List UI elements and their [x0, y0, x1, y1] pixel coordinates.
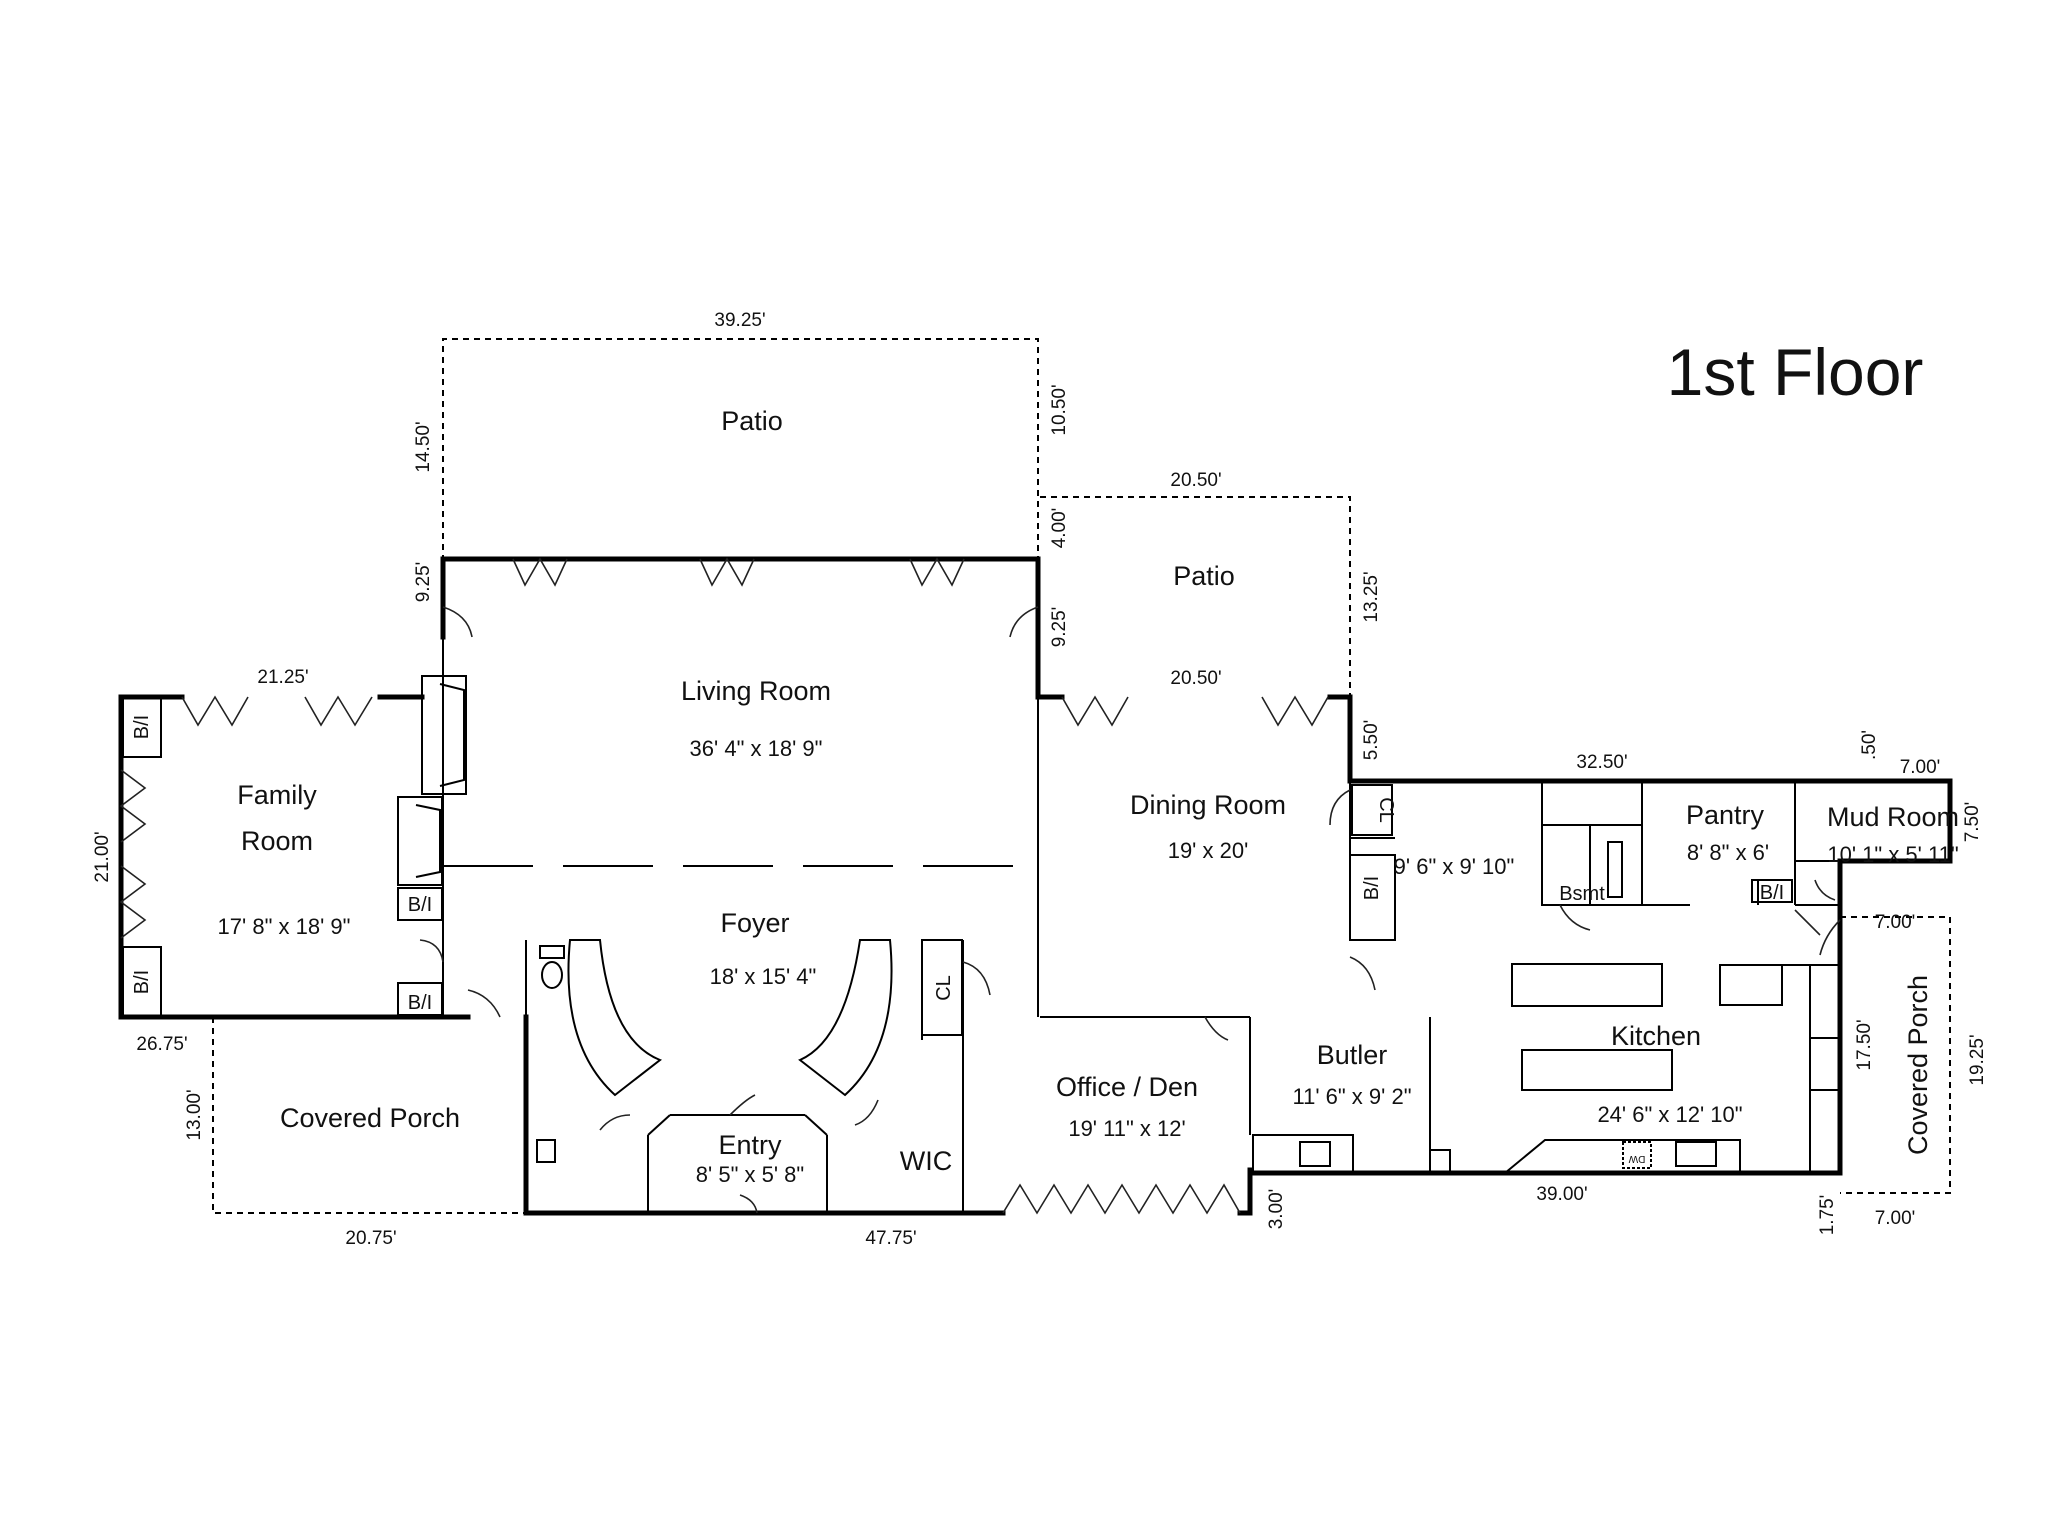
- patio-top-label: Patio: [721, 406, 783, 436]
- dim-20-75: 20.75': [345, 1228, 396, 1249]
- mud-room-size: 10' 1" x 5' 11": [1827, 842, 1958, 867]
- living-room-label: Living Room: [681, 676, 831, 706]
- dim-1-75: 1.75': [1817, 1195, 1838, 1236]
- dim-7-50: 7.50': [1962, 802, 1983, 843]
- dim-9-25-left: 9.25': [413, 562, 434, 603]
- built-in-label-1: B/I: [131, 715, 153, 739]
- living-room-size: 36' 4" x 18' 9": [690, 736, 823, 761]
- kitchen-label: Kitchen: [1611, 1021, 1701, 1051]
- covered-porch-right-outline: [1840, 916, 1951, 1194]
- built-in-boxes: [122, 696, 1793, 1036]
- closet-label-1: CL: [1375, 797, 1397, 823]
- dim-26-75: 26.75': [136, 1034, 187, 1055]
- wic-label: WIC: [900, 1146, 952, 1176]
- dim-patio-right: 10.50': [1049, 384, 1070, 435]
- office-den-size: 19' 11" x 12': [1068, 1116, 1185, 1141]
- dim-family-top: 21.25': [257, 667, 308, 688]
- covered-porch-left-label: Covered Porch: [280, 1103, 460, 1133]
- dishwasher-label: DW: [1628, 1153, 1645, 1164]
- entry-label: Entry: [718, 1130, 782, 1160]
- dim-19-25: 19.25': [1967, 1034, 1988, 1085]
- foyer-size: 18' x 15' 4": [710, 964, 817, 989]
- pantry-label: Pantry: [1686, 800, 1765, 830]
- stairs: [567, 824, 1643, 1097]
- kitchen-fixtures: [536, 945, 1841, 1174]
- butler-size: 11' 6" x 9' 2": [1292, 1084, 1411, 1109]
- dim-21-00: 21.00': [92, 831, 113, 882]
- fireplaces: [397, 675, 467, 886]
- patio-right-label: Patio: [1173, 561, 1235, 591]
- patio-right-outline: [1040, 496, 1351, 697]
- dim-13-25: 13.25': [1361, 571, 1382, 622]
- dim-3-00: 3.00': [1266, 1189, 1287, 1230]
- dim-4: 4.00': [1049, 508, 1070, 549]
- dining-room-label: Dining Room: [1130, 790, 1286, 820]
- dim-9-25-right: 9.25': [1049, 607, 1070, 648]
- dim-39-00: 39.00': [1536, 1184, 1587, 1205]
- dim-47-75: 47.75': [865, 1228, 916, 1249]
- basement-label: Bsmt: [1559, 883, 1605, 905]
- kitchen-size: 24' 6" x 12' 10": [1597, 1102, 1742, 1127]
- dim-patio-left: 14.50': [413, 421, 434, 472]
- foyer-label: Foyer: [720, 908, 789, 938]
- dim-32-50: 32.50': [1576, 752, 1627, 773]
- family-room-size: 17' 8" x 18' 9": [218, 914, 351, 939]
- dim-7-00-b: 7.00': [1875, 912, 1916, 933]
- dim-13-00: 13.00': [184, 1089, 205, 1140]
- dim-7-00-a: 7.00': [1900, 757, 1941, 778]
- dining-room-size: 19' x 20': [1168, 838, 1249, 863]
- built-in-label-5: B/I: [1361, 876, 1383, 900]
- butler-label: Butler: [1317, 1040, 1388, 1070]
- dim-patio2-width: 20.50': [1170, 470, 1221, 491]
- dim-7-00-c: 7.00': [1875, 1208, 1916, 1229]
- patio-top-outline: [442, 338, 1039, 561]
- built-in-label-4: B/I: [408, 992, 432, 1014]
- entry-size: 8' 5" x 5' 8": [696, 1162, 804, 1187]
- pantry-size: 8' 8" x 6': [1687, 840, 1769, 865]
- covered-porch-right-label: Covered Porch: [1903, 975, 1933, 1155]
- dim-0-50: .50': [1859, 730, 1880, 760]
- built-in-label-6: B/I: [1760, 882, 1784, 904]
- hall-size: 9' 6" x 9' 10": [1394, 854, 1515, 879]
- family-room-label-line1: Family: [237, 780, 317, 810]
- dim-17-50: 17.50': [1854, 1019, 1875, 1070]
- dim-patio-width: 39.25': [714, 310, 765, 331]
- closet-label-2: CL: [933, 975, 955, 1001]
- dim-5-50: 5.50': [1361, 720, 1382, 761]
- family-room-label-line2: Room: [241, 826, 313, 856]
- floor-title: 1st Floor: [1667, 335, 1924, 409]
- doors: [119, 557, 1841, 1215]
- built-in-label-2: B/I: [131, 970, 153, 994]
- built-in-label-3: B/I: [408, 894, 432, 916]
- mud-room-label: Mud Room: [1827, 802, 1959, 832]
- dim-dining-top: 20.50': [1170, 668, 1221, 689]
- office-den-label: Office / Den: [1056, 1072, 1198, 1102]
